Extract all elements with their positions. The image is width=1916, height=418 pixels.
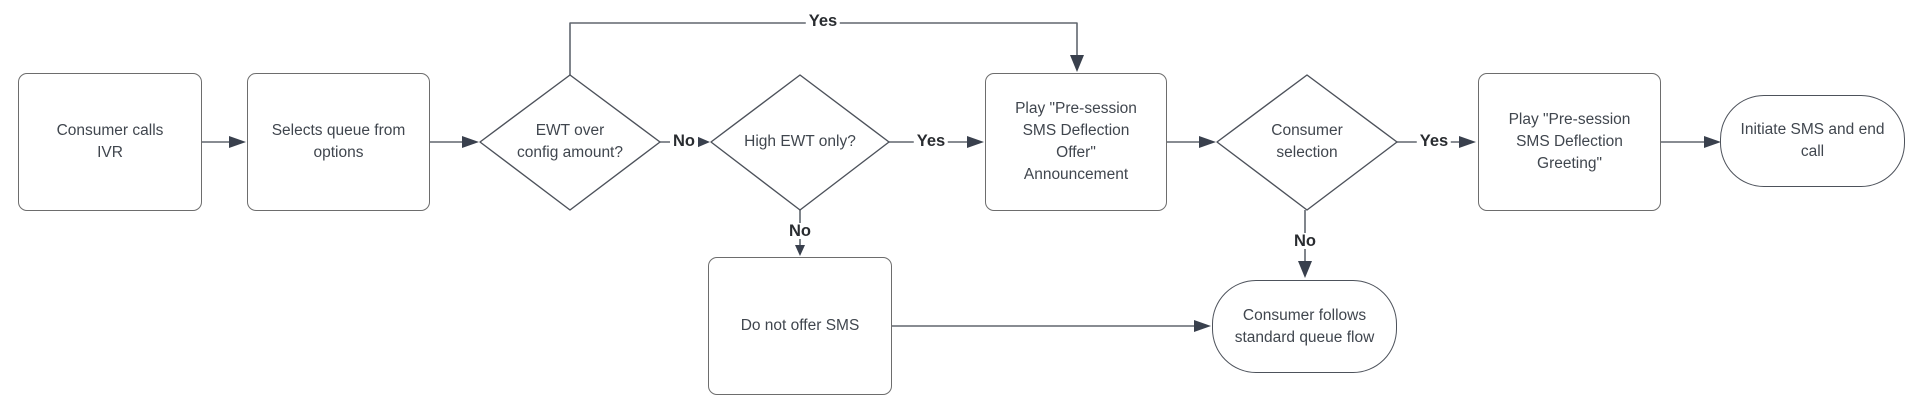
- edge-ewt-yes-top: [569, 22, 1078, 75]
- node-do-not-offer-sms[interactable]: Do not offer SMS: [708, 257, 892, 395]
- node-play-offer-announcement[interactable]: Play "Pre-session SMS Deflection Offer" …: [985, 73, 1167, 211]
- arrowhead-ivr-to-queue: [229, 136, 246, 148]
- edges-group: [202, 22, 1721, 332]
- node-do-not-offer-sms-label: Do not offer SMS: [740, 317, 860, 334]
- node-play-greeting-label: Play "Pre-session SMS Deflection Greetin…: [1508, 111, 1631, 172]
- node-initiate-sms-end-call-label: Initiate SMS and end call: [1740, 121, 1885, 160]
- node-initiate-sms-end-call[interactable]: Initiate SMS and end call: [1720, 95, 1905, 187]
- node-selects-queue[interactable]: Selects queue from options: [247, 73, 430, 211]
- arrowhead-ewt-no-to-highewt: [696, 136, 710, 148]
- node-high-ewt-only-label: High EWT only?: [744, 133, 856, 150]
- node-ewt-over-config-label: EWT over config amount?: [517, 122, 623, 161]
- node-play-greeting[interactable]: Play "Pre-session SMS Deflection Greetin…: [1478, 73, 1661, 211]
- edge-label-high-ewt-yes: Yes: [913, 133, 949, 149]
- decision-shapes-group: [479, 74, 1398, 211]
- node-consumer-selection-label: Consumer selection: [1271, 122, 1343, 161]
- node-selects-queue-label: Selects queue from options: [271, 122, 406, 161]
- arrowhead-greeting-to-initiate: [1704, 136, 1721, 148]
- arrowhead-highewt-yes-to-offer: [967, 136, 984, 148]
- diamond-consumer-selection[interactable]: [1216, 74, 1398, 211]
- edge-label-high-ewt-no: No: [786, 223, 814, 239]
- node-play-offer-announcement-label: Play "Pre-session SMS Deflection Offer" …: [1015, 100, 1137, 183]
- arrowhead-ewt-yes-top: [1070, 55, 1084, 72]
- diamond-high-ewt-only[interactable]: [710, 74, 890, 211]
- edge-label-ewt-no: No: [670, 133, 698, 149]
- edge-label-selection-yes: Yes: [1416, 133, 1452, 149]
- arrowhead-nosms-to-standardflow: [1194, 320, 1211, 332]
- arrowhead-selection-no-down: [1298, 261, 1312, 278]
- arrowhead-selection-yes-to-greeting: [1459, 136, 1476, 148]
- arrowhead-queue-to-ewt: [462, 136, 479, 148]
- node-consumer-calls-ivr[interactable]: Consumer calls IVR: [18, 73, 202, 211]
- node-standard-queue-flow[interactable]: Consumer follows standard queue flow: [1212, 280, 1397, 373]
- edge-label-ewt-yes: Yes: [805, 13, 841, 29]
- node-consumer-calls-ivr-label: Consumer calls IVR: [56, 122, 164, 161]
- arrowhead-offer-to-selection: [1199, 136, 1216, 148]
- diamond-ewt-over-config[interactable]: [479, 74, 661, 211]
- arrowhead-highewt-no-down: [795, 245, 805, 256]
- edge-label-selection-no: No: [1291, 233, 1319, 249]
- node-standard-queue-flow-label: Consumer follows standard queue flow: [1234, 306, 1375, 346]
